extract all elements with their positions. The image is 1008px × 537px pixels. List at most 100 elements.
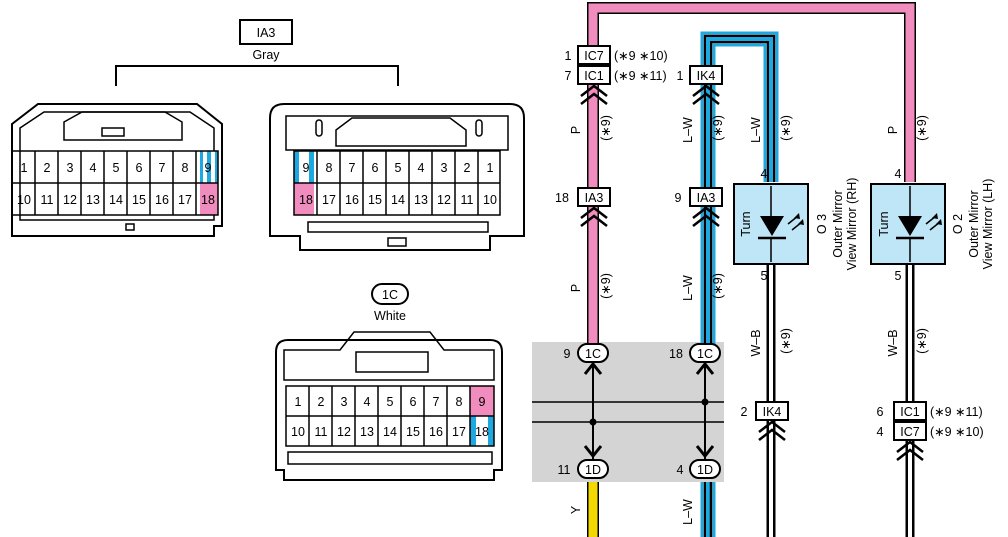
svg-text:11: 11 [558, 463, 571, 477]
svg-text:(∗9 ∗11): (∗9 ∗11) [614, 69, 667, 83]
ia3-f-pin: 10 [483, 193, 497, 207]
svg-text:1: 1 [565, 49, 572, 63]
pink-wire [587, 2, 916, 346]
c1c-pin: 8 [456, 395, 463, 409]
wire-labels-bottom: Y L–W [569, 499, 695, 525]
ia3-f-pin: 12 [437, 193, 451, 207]
svg-text:Outer Mirror: Outer Mirror [831, 190, 845, 257]
svg-text:(∗9 ∗11): (∗9 ∗11) [930, 405, 983, 419]
svg-text:(∗9): (∗9) [915, 115, 929, 141]
c1c-color: White [374, 309, 406, 323]
svg-text:5: 5 [761, 269, 768, 283]
svg-text:IC1: IC1 [900, 405, 920, 419]
svg-text:O 3: O 3 [815, 214, 829, 234]
ia3-f-pin: 9 [303, 161, 310, 175]
c1c-pin: 18 [475, 425, 489, 439]
ia3-f-pin: 3 [441, 161, 448, 175]
ia3-m-pin: 15 [132, 193, 146, 207]
wire-labels-upper: P (∗9) L–W (∗9) L–W (∗9) P (∗9) [569, 115, 929, 143]
ia3-f-pin: 16 [345, 193, 359, 207]
ia3-f-pin: 18 [299, 193, 313, 207]
svg-text:5: 5 [895, 269, 902, 283]
svg-text:L–W: L–W [681, 275, 695, 301]
c1c-pin: 15 [406, 425, 420, 439]
ia3-f-pin: 14 [391, 193, 405, 207]
c1c-pin: 16 [429, 425, 443, 439]
c1c-pin: 6 [410, 395, 417, 409]
svg-text:9: 9 [564, 347, 571, 361]
svg-text:W–B: W–B [886, 329, 900, 356]
splice-lines [532, 361, 724, 462]
ia3-m-pin: 7 [159, 161, 166, 175]
ia3-color: Gray [252, 48, 280, 62]
ia3-f-pin: 6 [372, 161, 379, 175]
c1c-pin: 17 [452, 425, 466, 439]
c1c-pin: 7 [433, 395, 440, 409]
svg-text:Outer Mirror: Outer Mirror [967, 190, 981, 257]
ia3-m-pin: 8 [182, 161, 189, 175]
ia3-m-pin: 4 [90, 161, 97, 175]
c1c-pin: 5 [387, 395, 394, 409]
svg-text:(∗9): (∗9) [599, 273, 613, 299]
svg-text:IK4: IK4 [763, 405, 782, 419]
ia3-f-pin: 13 [414, 193, 428, 207]
c1c-pin: 9 [479, 395, 486, 409]
ia3-f-pin: 11 [461, 193, 474, 207]
svg-text:O 2: O 2 [951, 214, 965, 234]
ia3-m-pin: 5 [113, 161, 120, 175]
ia3-m-pin: 12 [63, 193, 77, 207]
ia3-m-pin: 6 [136, 161, 143, 175]
c1c-pin: 3 [341, 395, 348, 409]
c1c-pin: 10 [291, 425, 305, 439]
svg-text:P: P [569, 284, 583, 292]
splice-tags: 1C 9 1C 18 1D 11 1D 4 [558, 343, 721, 479]
c1c-pin: 1 [295, 395, 302, 409]
junction-block [532, 342, 724, 482]
svg-text:1C: 1C [585, 347, 601, 361]
ia3-f-pin: 17 [322, 193, 336, 207]
svg-text:1D: 1D [697, 463, 713, 477]
svg-text:Turn: Turn [877, 211, 891, 236]
svg-text:(∗9): (∗9) [779, 115, 793, 141]
ia3-wire-tags: IA3 18 IA3 9 [555, 187, 723, 227]
svg-text:Y: Y [569, 505, 583, 514]
svg-text:IA3: IA3 [697, 191, 716, 205]
ia3-label: IA3 [257, 26, 276, 40]
svg-text:(∗9): (∗9) [779, 328, 793, 354]
svg-text:9: 9 [675, 191, 682, 205]
svg-text:IC7: IC7 [900, 425, 920, 439]
svg-text:7: 7 [565, 69, 572, 83]
svg-text:18: 18 [555, 191, 569, 205]
mirror-lh: 4 Turn 5 O 2 Outer Mirror View Mirror (L… [870, 167, 995, 283]
svg-text:P: P [569, 126, 583, 134]
ia3-f-pin: 8 [326, 161, 333, 175]
ia3-label-box [239, 19, 293, 45]
c1c-pin: 4 [364, 395, 371, 409]
svg-text:L–W: L–W [681, 117, 695, 143]
svg-text:(∗9): (∗9) [915, 328, 929, 354]
svg-text:6: 6 [877, 405, 884, 419]
c1c-pin: 13 [360, 425, 374, 439]
svg-text:2: 2 [741, 405, 748, 419]
c1c-label-box [371, 283, 409, 305]
c1c-pin: 2 [318, 395, 325, 409]
ia3-f-pin: 2 [464, 161, 471, 175]
c1c-label: 1C [382, 288, 398, 302]
ia3-m-pin: 11 [41, 193, 54, 207]
pink-top-connectors: IC7 IC1 1 7 (∗9 ∗10) (∗9 ∗11) [565, 45, 668, 105]
ia3-m-pin: 1 [21, 161, 28, 175]
ia3-f-pin: 1 [487, 161, 494, 175]
svg-text:1C: 1C [697, 347, 713, 361]
svg-text:(∗9 ∗10): (∗9 ∗10) [614, 49, 668, 63]
svg-text:L–W: L–W [749, 117, 763, 143]
ia3-m-pin: 17 [178, 193, 192, 207]
ia3-f-pin: 5 [395, 161, 402, 175]
svg-text:W–B: W–B [749, 329, 763, 356]
svg-text:1D: 1D [585, 463, 601, 477]
ik4-bottom-connector: IK4 2 [741, 401, 789, 441]
svg-text:(∗9 ∗10): (∗9 ∗10) [930, 425, 984, 439]
svg-text:View Mirror (LH): View Mirror (LH) [981, 179, 995, 270]
ia3-m-pin: 14 [109, 193, 123, 207]
mirror-rh: 4 Turn 5 O 3 Outer Mirror View Mirror (R… [733, 167, 859, 283]
